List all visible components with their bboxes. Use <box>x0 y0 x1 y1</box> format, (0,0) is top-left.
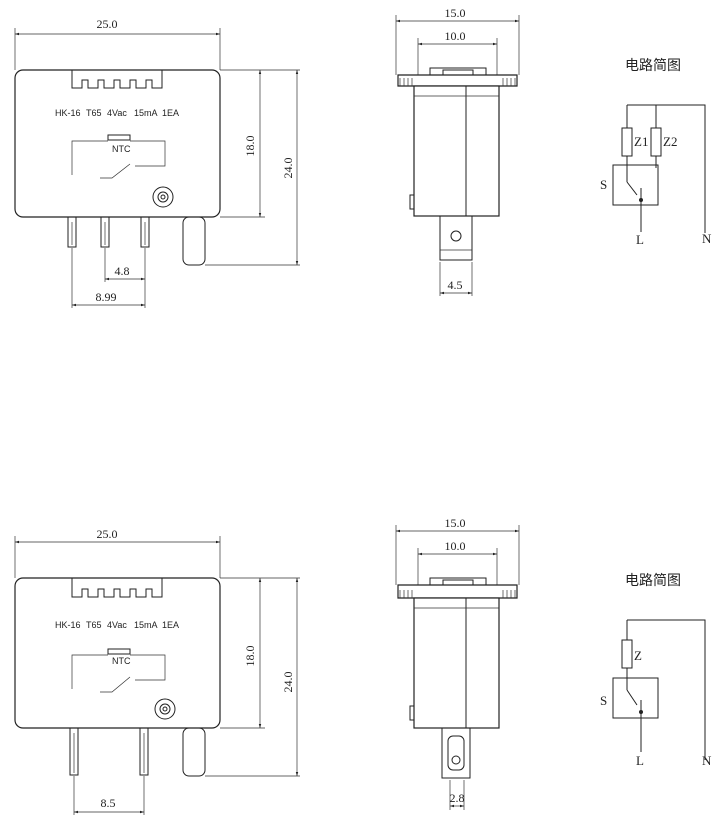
z-label: Z <box>634 648 642 663</box>
relay-body <box>14 69 221 218</box>
side-inner-width-dim-2: 10.0 <box>445 539 466 553</box>
top-side-view: 15.0 10.0 4.5 <box>395 6 520 296</box>
z1-label: Z1 <box>634 134 648 149</box>
bottom-side-view: 15.0 10.0 2.8 <box>395 516 520 810</box>
label-qty-2: 1EA <box>162 620 179 630</box>
height-inner-dim: 18.0 <box>243 136 257 157</box>
bottom-front-view: 25.0 HK-16 T65 4Vac 15mA 1EA NTC 8.5 <box>14 527 300 815</box>
z2-label: Z2 <box>663 134 677 149</box>
circuit-title: 电路简图 <box>625 57 681 74</box>
label-voltage: 4Vac <box>107 108 127 118</box>
circuit-title-2: 电路简图 <box>625 572 681 589</box>
terminal-pins-2 <box>69 727 206 777</box>
label-current: 15mA <box>134 108 158 118</box>
label-current-2: 15mA <box>134 620 158 630</box>
top-front-view: 25.0 HK-16 T65 4Vac 15mA 1EA NTC <box>14 17 300 308</box>
side-outer-width-dim-2: 15.0 <box>445 516 466 530</box>
label-temp-2: T65 <box>86 620 102 630</box>
mounting-hole-outer <box>152 186 174 208</box>
bottom-circuit-diagram: 电路简图 Z S L N <box>600 572 712 768</box>
label-temp: T65 <box>86 108 102 118</box>
height-outer-dim-2: 24.0 <box>281 672 295 693</box>
relay-body-2 <box>14 577 221 729</box>
ntc-internal-schematic: NTC <box>71 134 166 179</box>
top-circuit-diagram: 电路简图 Z1 Z2 S L N <box>600 57 712 247</box>
top-front-width-dim: 25.0 <box>97 17 118 31</box>
pin-span-dim-2: 8.5 <box>101 796 116 810</box>
vent-slots-2 <box>71 578 163 598</box>
terminal-n-label-2: N <box>702 753 712 768</box>
terminal-n-label: N <box>702 231 712 246</box>
side-outer-width-dim: 15.0 <box>445 6 466 20</box>
svg-text:NTC: NTC <box>112 144 131 154</box>
label-qty: 1EA <box>162 108 179 118</box>
mounting-hole-inner <box>157 191 169 203</box>
tab-width-dim-2: 2.8 <box>450 791 465 805</box>
label-voltage-2: 4Vac <box>107 620 127 630</box>
pin-span-dim: 8.99 <box>96 290 117 304</box>
side-inner-width-dim: 10.0 <box>445 29 466 43</box>
svg-text:NTC: NTC <box>112 656 131 666</box>
label-model: HK-16 <box>55 108 81 118</box>
switch-s-label: S <box>600 177 607 192</box>
terminal-pins <box>67 216 206 266</box>
terminal-l-label: L <box>636 232 644 247</box>
pin-pitch-dim: 4.8 <box>115 264 130 278</box>
height-inner-dim-2: 18.0 <box>243 646 257 667</box>
terminal-l-label-2: L <box>636 753 644 768</box>
vent-slots <box>71 70 163 89</box>
height-outer-dim: 24.0 <box>281 158 295 179</box>
label-model-2: HK-16 <box>55 620 81 630</box>
switch-s-label-2: S <box>600 693 607 708</box>
tab-width-dim: 4.5 <box>448 278 463 292</box>
bottom-front-width-dim: 25.0 <box>97 527 118 541</box>
ntc-internal-schematic-2: NTC <box>71 648 166 693</box>
